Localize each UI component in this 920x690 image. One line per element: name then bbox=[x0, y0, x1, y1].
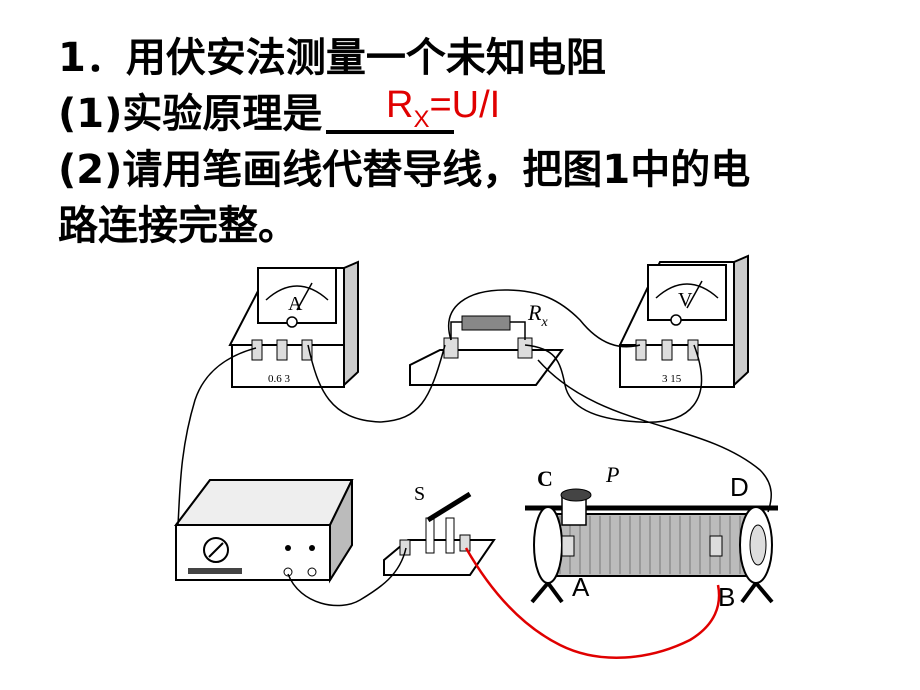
question-line-4: 路连接完整。 bbox=[58, 203, 298, 249]
wire-rx-to-voltmeter-2 bbox=[524, 344, 703, 423]
ammeter: A 0.6 3 bbox=[228, 260, 359, 388]
question-line-2: (1)实验原理是 bbox=[58, 91, 455, 137]
wire-ammeter-to-rx bbox=[307, 344, 446, 423]
rheostat-label-p: P bbox=[605, 462, 619, 487]
answer-subscript: X bbox=[413, 106, 430, 133]
handwritten-answer: RX=U/I bbox=[386, 84, 500, 134]
ammeter-symbol: A bbox=[288, 293, 303, 315]
switch-label: S bbox=[414, 483, 425, 505]
existing-wires bbox=[177, 289, 772, 607]
rheostat-label-a: A bbox=[572, 572, 590, 602]
power-supply bbox=[173, 479, 354, 584]
question-line-2-text: (1)实验原理是 bbox=[58, 91, 323, 137]
answer-formula: =U/I bbox=[429, 84, 501, 126]
rheostat-label-b: B bbox=[718, 582, 735, 612]
wire-rx-to-rheostat-d bbox=[537, 359, 772, 513]
answer-r: R bbox=[386, 84, 414, 126]
wire-ammeter-to-supply bbox=[177, 347, 257, 526]
drawn-wire-switch-to-b bbox=[464, 547, 721, 659]
wire-rx-to-voltmeter bbox=[448, 289, 641, 348]
voltmeter-terminal-labels: 3 15 bbox=[662, 373, 682, 385]
wire-supply-to-switch bbox=[287, 547, 407, 607]
rheostat-label-d: D bbox=[730, 472, 749, 502]
rheostat-label-c: C bbox=[537, 466, 553, 491]
resistor-label: Rx bbox=[527, 300, 548, 330]
switch-s: S bbox=[383, 483, 496, 576]
rheostat: C P D A B bbox=[525, 462, 778, 612]
resistor-rx: Rx bbox=[409, 300, 564, 386]
question-line-3: (2)请用笔画线代替导线，把图1中的电 bbox=[58, 147, 751, 193]
answer-blank bbox=[326, 96, 455, 134]
voltmeter: V 3 15 bbox=[618, 254, 749, 388]
voltmeter-symbol: V bbox=[678, 289, 693, 311]
ammeter-terminal-labels: 0.6 3 bbox=[268, 373, 291, 385]
question-line-1: 1．用伏安法测量一个未知电阻 bbox=[58, 35, 606, 81]
